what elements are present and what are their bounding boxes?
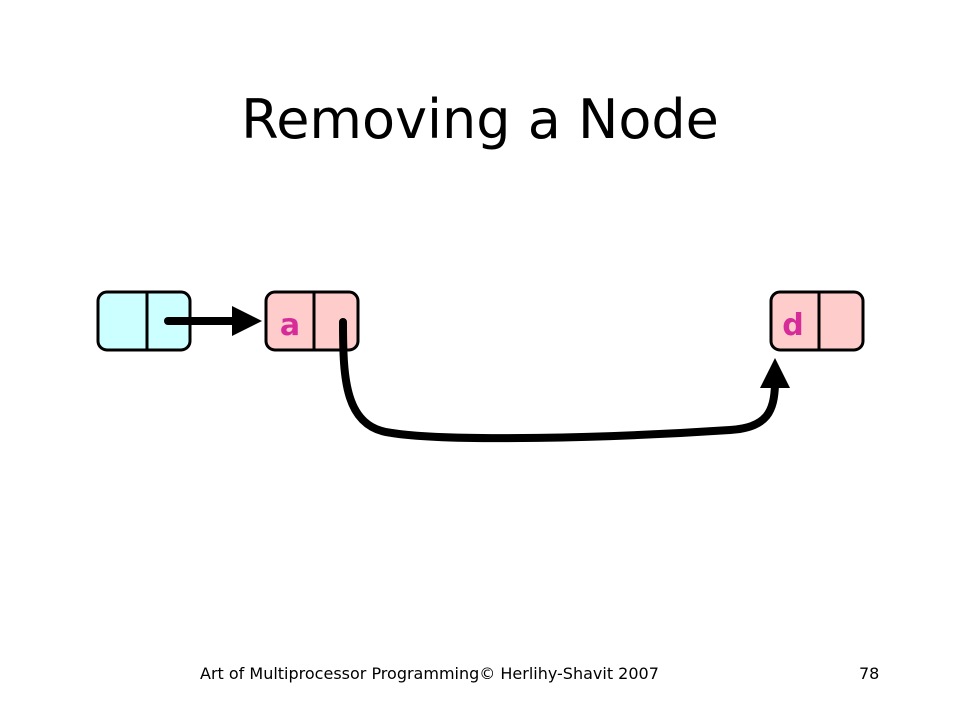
node-a: a — [264, 290, 360, 352]
node-d: d — [769, 290, 865, 352]
node-d-box — [769, 290, 865, 352]
slide-footer: Art of Multiprocessor Programming© Herli… — [200, 664, 659, 683]
arrow-head-to-a — [164, 306, 262, 336]
node-d-label: d — [782, 308, 803, 343]
slide-title: Removing a Node — [241, 88, 719, 151]
node-a-box — [264, 290, 360, 352]
node-a-label: a — [280, 308, 300, 343]
arrow-a-to-d — [339, 318, 790, 443]
page-number: 78 — [859, 664, 880, 683]
